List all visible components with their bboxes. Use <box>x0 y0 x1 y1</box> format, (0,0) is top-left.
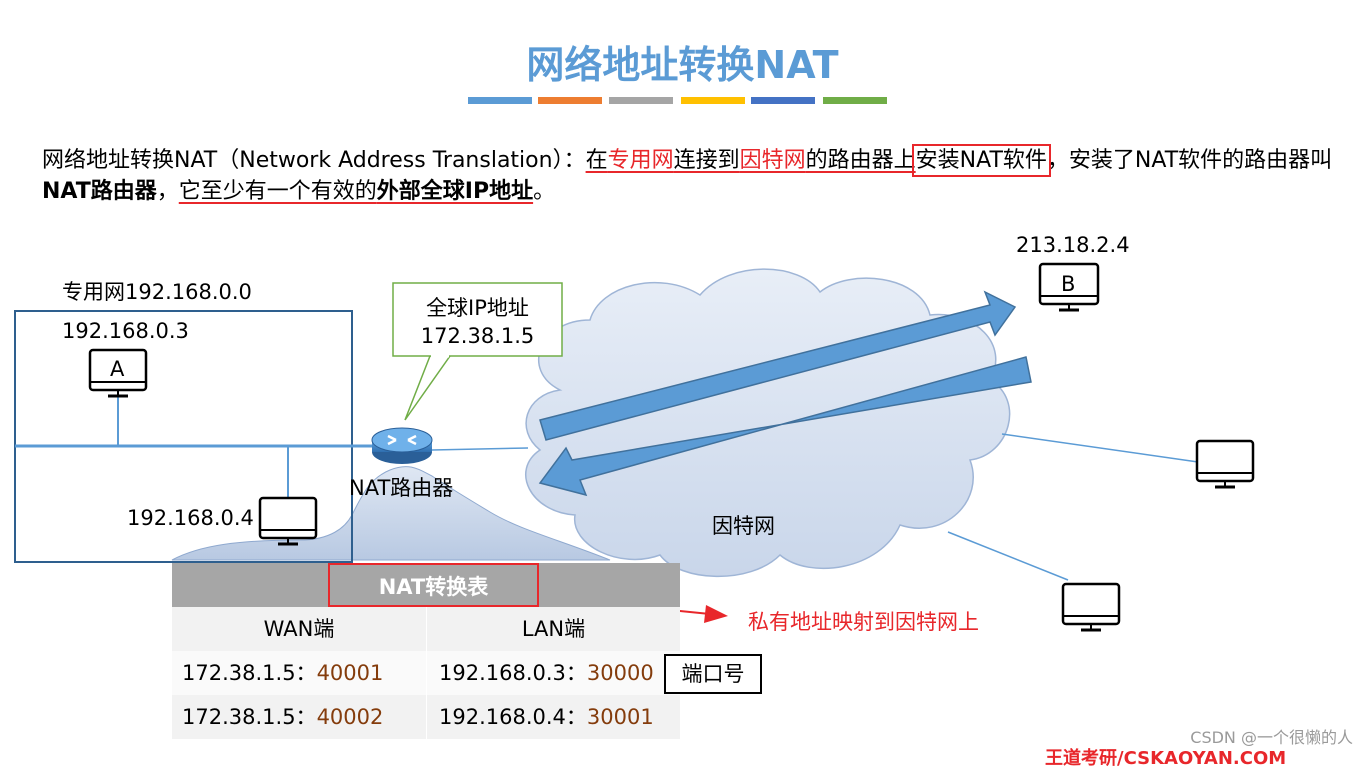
lan-port: 30001 <box>586 705 654 729</box>
desc-global-ip: 外部全球IP地址 <box>376 179 534 204</box>
title-bar-6 <box>823 97 887 104</box>
title-bar-5 <box>751 97 815 104</box>
wan-cell: 172.38.1.5：40002 <box>172 695 426 739</box>
title-bar-2 <box>538 97 602 104</box>
description-text: 网络地址转换NAT（Network Address Translation）：在… <box>42 144 1342 207</box>
callout-pointer <box>404 355 452 421</box>
col-header-lan: LAN端 <box>426 607 680 651</box>
desc-nat-router: NAT路由器 <box>42 179 157 204</box>
title-bar-3 <box>609 97 673 104</box>
desc-underlined-2: 它至少有一个有效的外部全球IP地址 <box>179 179 533 204</box>
remote-host-ip: 213.18.2.4 <box>1016 233 1130 257</box>
desc-install-nat: 安装NAT软件 <box>911 144 1051 177</box>
desc-p13: 。 <box>533 179 556 204</box>
arrow-outbound <box>539 290 1017 441</box>
nat-table-header: NAT转换表 <box>172 563 680 607</box>
page-title: 网络地址转换NAT <box>526 43 839 87</box>
watermark: CSDN @一个很懒的人 <box>1190 728 1353 747</box>
col-header-wan: WAN端 <box>263 617 335 641</box>
monitor-icon-bottom <box>1061 582 1121 632</box>
host-a-ip: 192.168.0.3 <box>62 319 189 343</box>
monitor-icon-host2 <box>258 496 318 546</box>
callout-box <box>392 282 563 357</box>
desc-private-net: 专用网 <box>607 148 674 173</box>
desc-p6: 的路由器上 <box>805 148 916 173</box>
monitor-icon-right <box>1195 439 1255 489</box>
remote-host-label: B <box>1061 272 1076 296</box>
mapping-note: 私有地址映射到因特网上 <box>748 610 979 634</box>
lan-ip: 192.168.0.4： <box>439 705 587 729</box>
table-header-row: WAN端 LAN端 <box>172 607 680 651</box>
desc-p2: 在 <box>585 148 608 173</box>
terrain-shape <box>171 466 611 561</box>
lan-cell: 192.168.0.3：30000 <box>426 651 680 695</box>
footer-brand: 王道考研/CSKAOYAN.COM <box>1045 748 1287 769</box>
lan-ip: 192.168.0.3： <box>439 661 587 685</box>
arrow-inbound <box>538 356 1032 497</box>
desc-internet: 因特网 <box>739 148 806 173</box>
callout-line1: 全球IP地址 <box>426 296 529 320</box>
callout-line2: 172.38.1.5 <box>420 324 535 348</box>
monitor-icon-a <box>88 348 148 398</box>
title-bar-1 <box>468 97 532 104</box>
desc-p4: 连接到 <box>673 148 740 173</box>
private-network-box <box>14 310 353 563</box>
table-row: 172.38.1.5：40002 192.168.0.4：30001 <box>172 695 680 739</box>
desc-p8: ，安装了NAT软件的路由器叫 <box>1046 148 1333 173</box>
nat-table: NAT转换表 WAN端 LAN端 172.38.1.5：40001 192.16… <box>172 563 680 739</box>
wan-ip: 172.38.1.5： <box>182 661 317 685</box>
host-b-ip: 192.168.0.4 <box>127 506 254 530</box>
lan-port: 30000 <box>586 661 654 685</box>
wan-port: 40002 <box>316 705 384 729</box>
internet-label: 因特网 <box>712 514 775 538</box>
desc-p10: ， <box>156 179 179 204</box>
wan-ip: 172.38.1.5： <box>182 705 317 729</box>
router-label: NAT路由器 <box>349 476 454 500</box>
port-number-label: 端口号 <box>664 654 762 694</box>
nat-table-title: NAT转换表 <box>328 563 539 607</box>
wan-cell: 172.38.1.5：40001 <box>172 651 426 695</box>
private-net-label: 专用网192.168.0.0 <box>62 280 252 304</box>
desc-p11: 它至少有一个有效的 <box>178 179 377 204</box>
link-host-bottom <box>947 531 1069 581</box>
title-bar-4 <box>681 97 745 104</box>
router-uplink <box>431 447 529 451</box>
link-host-right <box>1001 433 1199 463</box>
table-row: 172.38.1.5：40001 192.168.0.3：30000 <box>172 651 680 695</box>
desc-intro: 网络地址转换NAT（Network Address Translation）： <box>42 148 586 173</box>
lan-cell: 192.168.0.4：30001 <box>426 695 680 739</box>
host-a-label: A <box>110 357 125 381</box>
monitor-icon-b <box>1038 262 1100 312</box>
router-icon <box>371 427 433 464</box>
desc-underlined-1: 在专用网连接到因特网的路由器上 <box>586 148 916 173</box>
mapping-arrow-head <box>704 605 728 623</box>
wan-port: 40001 <box>316 661 384 685</box>
